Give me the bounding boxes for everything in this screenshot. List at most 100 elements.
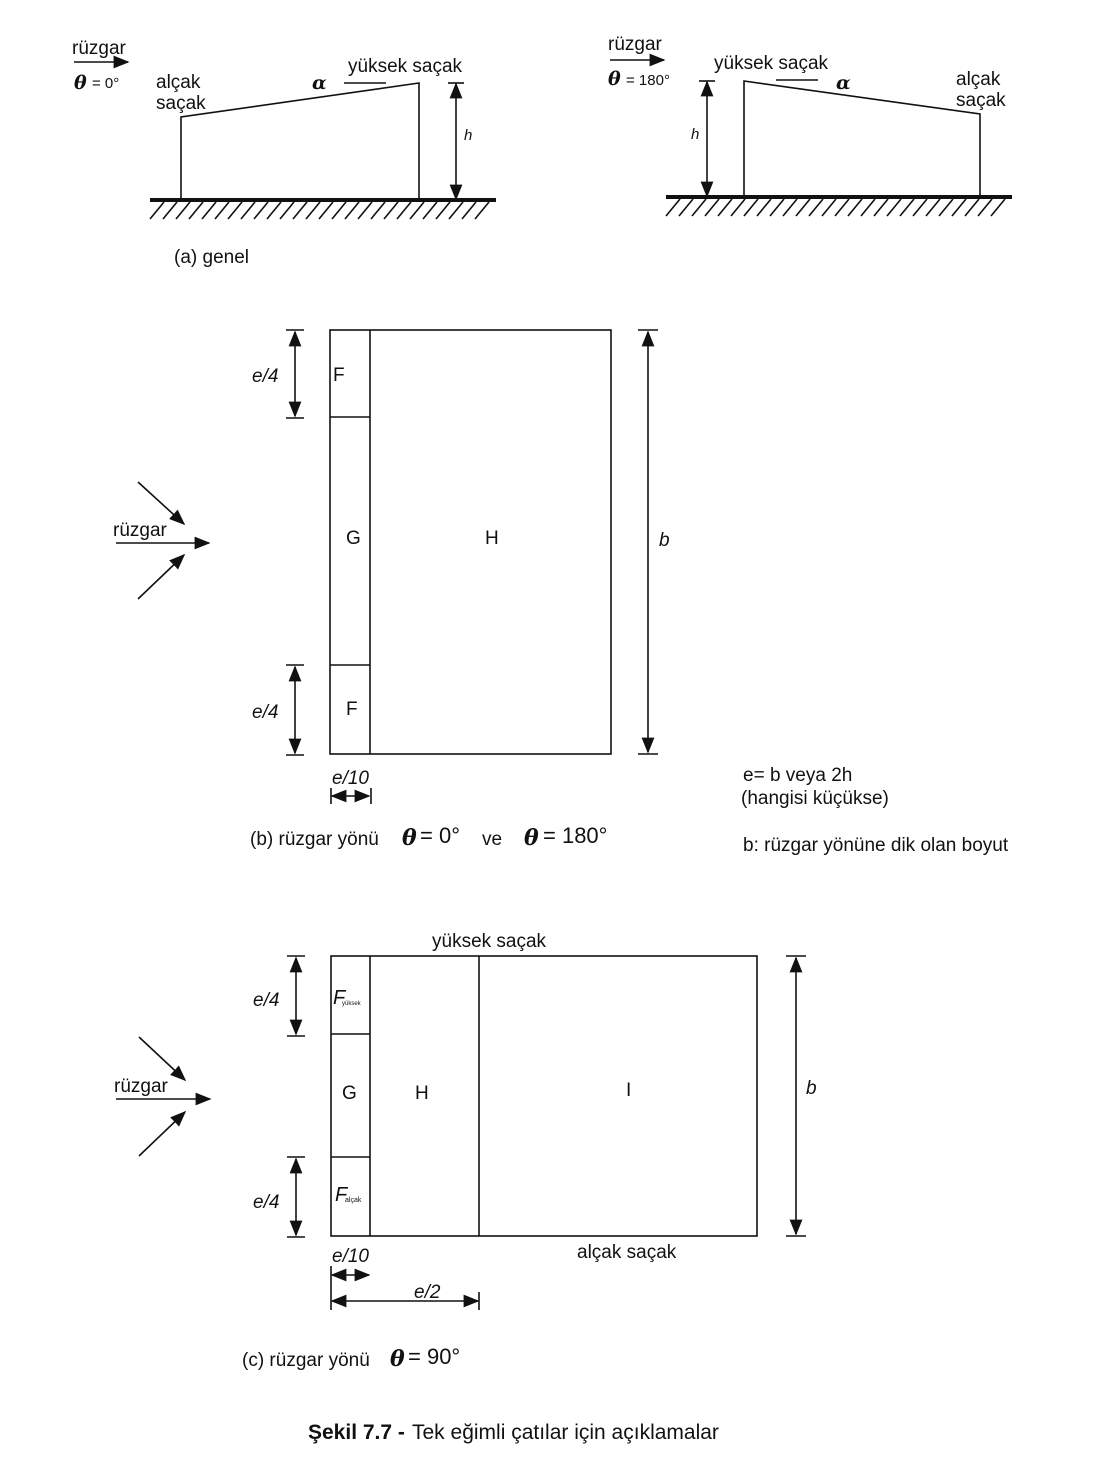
- note-e: (hangisi küçükse): [741, 788, 889, 809]
- note-e: e= b veya 2h: [743, 765, 852, 786]
- hatch-line: [743, 198, 759, 217]
- hatch-line: [383, 201, 399, 220]
- e4-label: e/4: [253, 990, 279, 1011]
- wind-label: rüzgar: [72, 38, 127, 59]
- hatch-line: [782, 198, 798, 217]
- hatch-line: [396, 201, 412, 220]
- panel-a-left: rüzgar θ = 0° alçak saçak yüksek saçak α…: [72, 38, 496, 268]
- note-b: b: rüzgar yönüne dik olan boyut: [743, 835, 1009, 856]
- zone-f-label: F: [346, 699, 358, 720]
- roof-plan: [329, 329, 612, 755]
- hatch-line: [318, 201, 334, 220]
- hatch-line: [912, 198, 928, 217]
- hatch-line: [990, 198, 1006, 217]
- b-label: b: [659, 530, 670, 551]
- hatch-line: [847, 198, 863, 217]
- low-eave-label: saçak: [956, 90, 1006, 111]
- wind-label: rüzgar: [113, 520, 168, 541]
- high-eave-label: yüksek saçak: [348, 56, 463, 77]
- h-label: h: [691, 126, 699, 143]
- caption-c: (c) rüzgar yönü: [242, 1350, 370, 1371]
- b-label: b: [806, 1078, 817, 1099]
- panel-c: rüzgar yüksek saçak F yüksek G H I F alç…: [114, 931, 817, 1372]
- zone-g-label: G: [342, 1083, 357, 1104]
- hatch-line: [435, 201, 451, 220]
- alpha-symbol: α: [836, 72, 851, 94]
- hatch-line: [149, 201, 165, 220]
- low-eave-label: alçak: [156, 72, 201, 93]
- hatch-line: [821, 198, 837, 217]
- hatch-line: [422, 201, 438, 220]
- hatch-line: [162, 201, 178, 220]
- hatch-line: [964, 198, 980, 217]
- ground-hatch: [149, 201, 490, 220]
- theta-value: = 90°: [408, 1344, 460, 1369]
- hatch-line: [175, 201, 191, 220]
- e10-label: e/10: [332, 1246, 369, 1267]
- alpha-symbol: α: [312, 72, 327, 94]
- hatch-line: [474, 201, 490, 220]
- theta-symbol: θ: [74, 72, 87, 94]
- panel-b: rüzgar F G H F e/4 e/4 b e/10 (b) rüzgar…: [113, 329, 1009, 856]
- theta-value: = 0°: [92, 75, 119, 92]
- high-eave-label: yüksek saçak: [432, 931, 547, 952]
- theta-symbol: θ: [524, 825, 539, 851]
- hatch-line: [253, 201, 269, 220]
- low-eave-label: alçak saçak: [577, 1242, 677, 1263]
- zone-h-label: H: [485, 528, 499, 549]
- low-eave-label: alçak: [956, 69, 1001, 90]
- zone-f-subscript: alçak: [345, 1197, 362, 1204]
- zone-i-label: I: [626, 1080, 631, 1101]
- hatch-line: [873, 198, 889, 217]
- wind-arrow-icon: [138, 1036, 187, 1082]
- zone-f-low-label: F: [335, 1184, 349, 1206]
- hatch-line: [704, 198, 720, 217]
- hatch-line: [808, 198, 824, 217]
- figure-caption-label: Şekil 7.7 -: [308, 1421, 405, 1444]
- theta-symbol: θ: [402, 825, 417, 851]
- hatch-line: [461, 201, 477, 220]
- low-eave-label: saçak: [156, 93, 206, 114]
- hatch-line: [305, 201, 321, 220]
- building-outline: [743, 80, 981, 196]
- hatch-line: [717, 198, 733, 217]
- hatch-line: [886, 198, 902, 217]
- hatch-line: [665, 198, 681, 217]
- hatch-line: [188, 201, 204, 220]
- hatch-line: [279, 201, 295, 220]
- caption-b: (b) rüzgar yönü: [250, 829, 379, 850]
- hatch-line: [214, 201, 230, 220]
- hatch-line: [691, 198, 707, 217]
- zone-g-label: G: [346, 528, 361, 549]
- panel-a-right: rüzgar θ = 180° yüksek saçak α alçak saç…: [608, 34, 1012, 217]
- theta-symbol: θ: [390, 1346, 405, 1372]
- hatch-line: [938, 198, 954, 217]
- hatch-line: [795, 198, 811, 217]
- theta-symbol: θ: [608, 68, 621, 90]
- wind-label: rüzgar: [608, 34, 663, 55]
- hatch-line: [292, 201, 308, 220]
- e2-label: e/2: [414, 1282, 441, 1303]
- hatch-line: [227, 201, 243, 220]
- wind-arrow-icon: [137, 553, 186, 600]
- e4-label: e/4: [253, 1192, 279, 1213]
- wind-arrow-icon: [138, 1110, 187, 1157]
- hatch-line: [756, 198, 772, 217]
- hatch-line: [951, 198, 967, 217]
- hatch-line: [344, 201, 360, 220]
- hatch-line: [834, 198, 850, 217]
- hatch-line: [678, 198, 694, 217]
- ground-hatch: [665, 198, 1006, 217]
- hatch-line: [977, 198, 993, 217]
- building-outline: [180, 82, 420, 200]
- hatch-line: [730, 198, 746, 217]
- zone-f-high-label: F: [333, 987, 347, 1009]
- hatch-line: [266, 201, 282, 220]
- hatch-line: [409, 201, 425, 220]
- h-label: h: [464, 127, 472, 144]
- hatch-line: [925, 198, 941, 217]
- hatch-line: [240, 201, 256, 220]
- hatch-line: [769, 198, 785, 217]
- theta-value: = 0°: [420, 823, 460, 848]
